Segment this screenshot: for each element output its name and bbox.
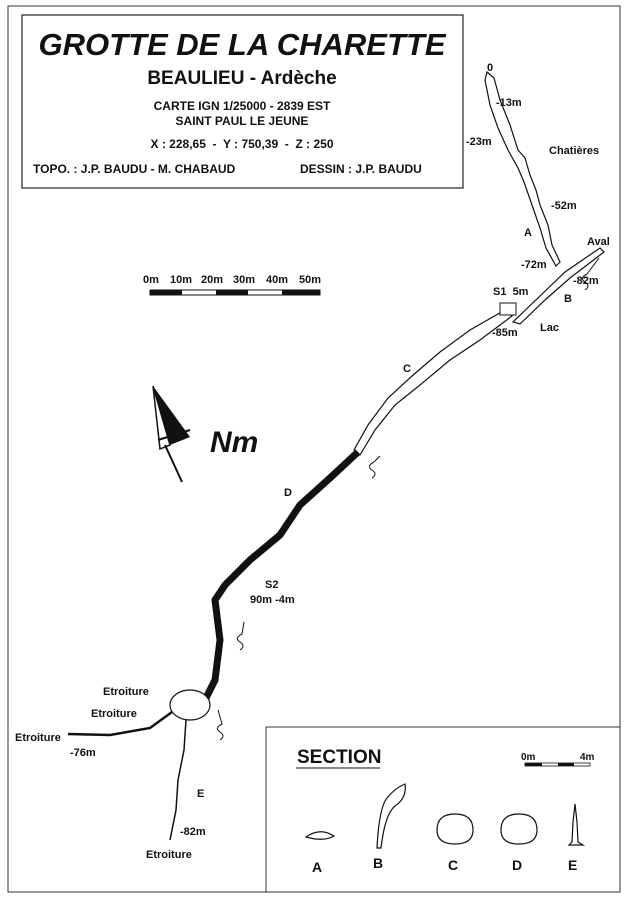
scale-tick: 20m — [201, 274, 223, 286]
west-passage — [67, 710, 173, 737]
flow-arrow-icon — [581, 257, 600, 291]
section-label: A — [312, 859, 322, 875]
passage-e — [169, 719, 187, 841]
commune: SAINT PAUL LE JEUNE — [176, 114, 309, 128]
label-etroiture: Etroiture — [15, 732, 61, 744]
depth-label: -82m — [180, 826, 206, 838]
label-s2-detail: 90m -4m — [250, 594, 295, 606]
label-aval: Aval — [587, 236, 610, 248]
label-etroiture: Etroiture — [103, 686, 149, 698]
map-reference: CARTE IGN 1/25000 - 2839 EST — [154, 99, 331, 113]
cave-plan — [67, 70, 605, 841]
label-chatieres: Chatières — [549, 145, 599, 157]
scale-bar: 0m 10m 20m 30m 40m 50m — [143, 274, 321, 296]
passage-c — [353, 309, 513, 456]
depth-label: -72m — [521, 259, 547, 271]
scale-tick: 10m — [170, 274, 192, 286]
section-title: SECTION — [297, 747, 381, 768]
section-shape-d — [500, 813, 538, 845]
depth-label: -82m — [573, 275, 599, 287]
scale-tick: 0m — [143, 274, 159, 286]
label-entrance: 0 — [487, 62, 493, 74]
depth-label: -76m — [70, 747, 96, 759]
section-marker: E — [197, 788, 204, 800]
section-label: B — [373, 855, 383, 871]
section-label: D — [512, 857, 522, 873]
label-etroiture: Etroiture — [146, 849, 192, 861]
passage-b — [511, 247, 605, 325]
location-subtitle: BEAULIEU - Ardèche — [147, 68, 336, 89]
section-shape-c — [436, 813, 474, 845]
coordinates: X : 228,65 - Y : 750,39 - Z : 250 — [151, 137, 334, 151]
section-shape-e — [567, 803, 586, 846]
section-label: C — [448, 857, 458, 873]
cave-title: GROTTE DE LA CHARETTE — [38, 27, 446, 62]
section-marker: D — [284, 487, 292, 499]
map-labels: 0 -13m -23m Chatières -52m A Aval -72m -… — [15, 62, 610, 861]
flow-arrow-icon — [236, 621, 245, 651]
drawing-credit: DESSIN : J.P. BAUDU — [300, 162, 422, 176]
section-label: E — [568, 857, 577, 873]
section-panel: SECTION 0m 4m A B C D E — [265, 726, 621, 893]
chamber — [169, 689, 211, 721]
flow-arrow-icon — [368, 455, 381, 479]
flow-arrow-icon — [216, 709, 224, 741]
passage-d — [201, 449, 361, 702]
scale-tick: 40m — [266, 274, 288, 286]
depth-label: -85m — [492, 327, 518, 339]
label-s1: S1 5m — [493, 286, 529, 298]
label-etroiture: Etroiture — [91, 708, 137, 720]
depth-label: -13m — [496, 97, 522, 109]
section-marker: B — [564, 293, 572, 305]
section-marker: A — [524, 227, 532, 239]
survey-credit: TOPO. : J.P. BAUDU - M. CHABAUD — [33, 162, 236, 176]
depth-label: -23m — [466, 136, 492, 148]
label-s2: S2 — [265, 579, 278, 591]
section-shape-b — [376, 783, 406, 849]
sump-s1 — [499, 302, 517, 316]
scale-tick: 30m — [233, 274, 255, 286]
section-scale-end: 4m — [580, 752, 595, 763]
title-block: GROTTE DE LA CHARETTE BEAULIEU - Ardèche… — [21, 14, 464, 189]
label-lac: Lac — [540, 322, 559, 334]
depth-label: -52m — [551, 200, 577, 212]
section-marker: C — [403, 363, 411, 375]
north-arrow-icon — [152, 385, 191, 483]
north-label: Nm — [210, 426, 258, 459]
entrance-passage — [484, 70, 561, 267]
scale-tick: 50m — [299, 274, 321, 286]
section-scale-start: 0m — [521, 752, 536, 763]
section-shape-a — [304, 831, 336, 840]
